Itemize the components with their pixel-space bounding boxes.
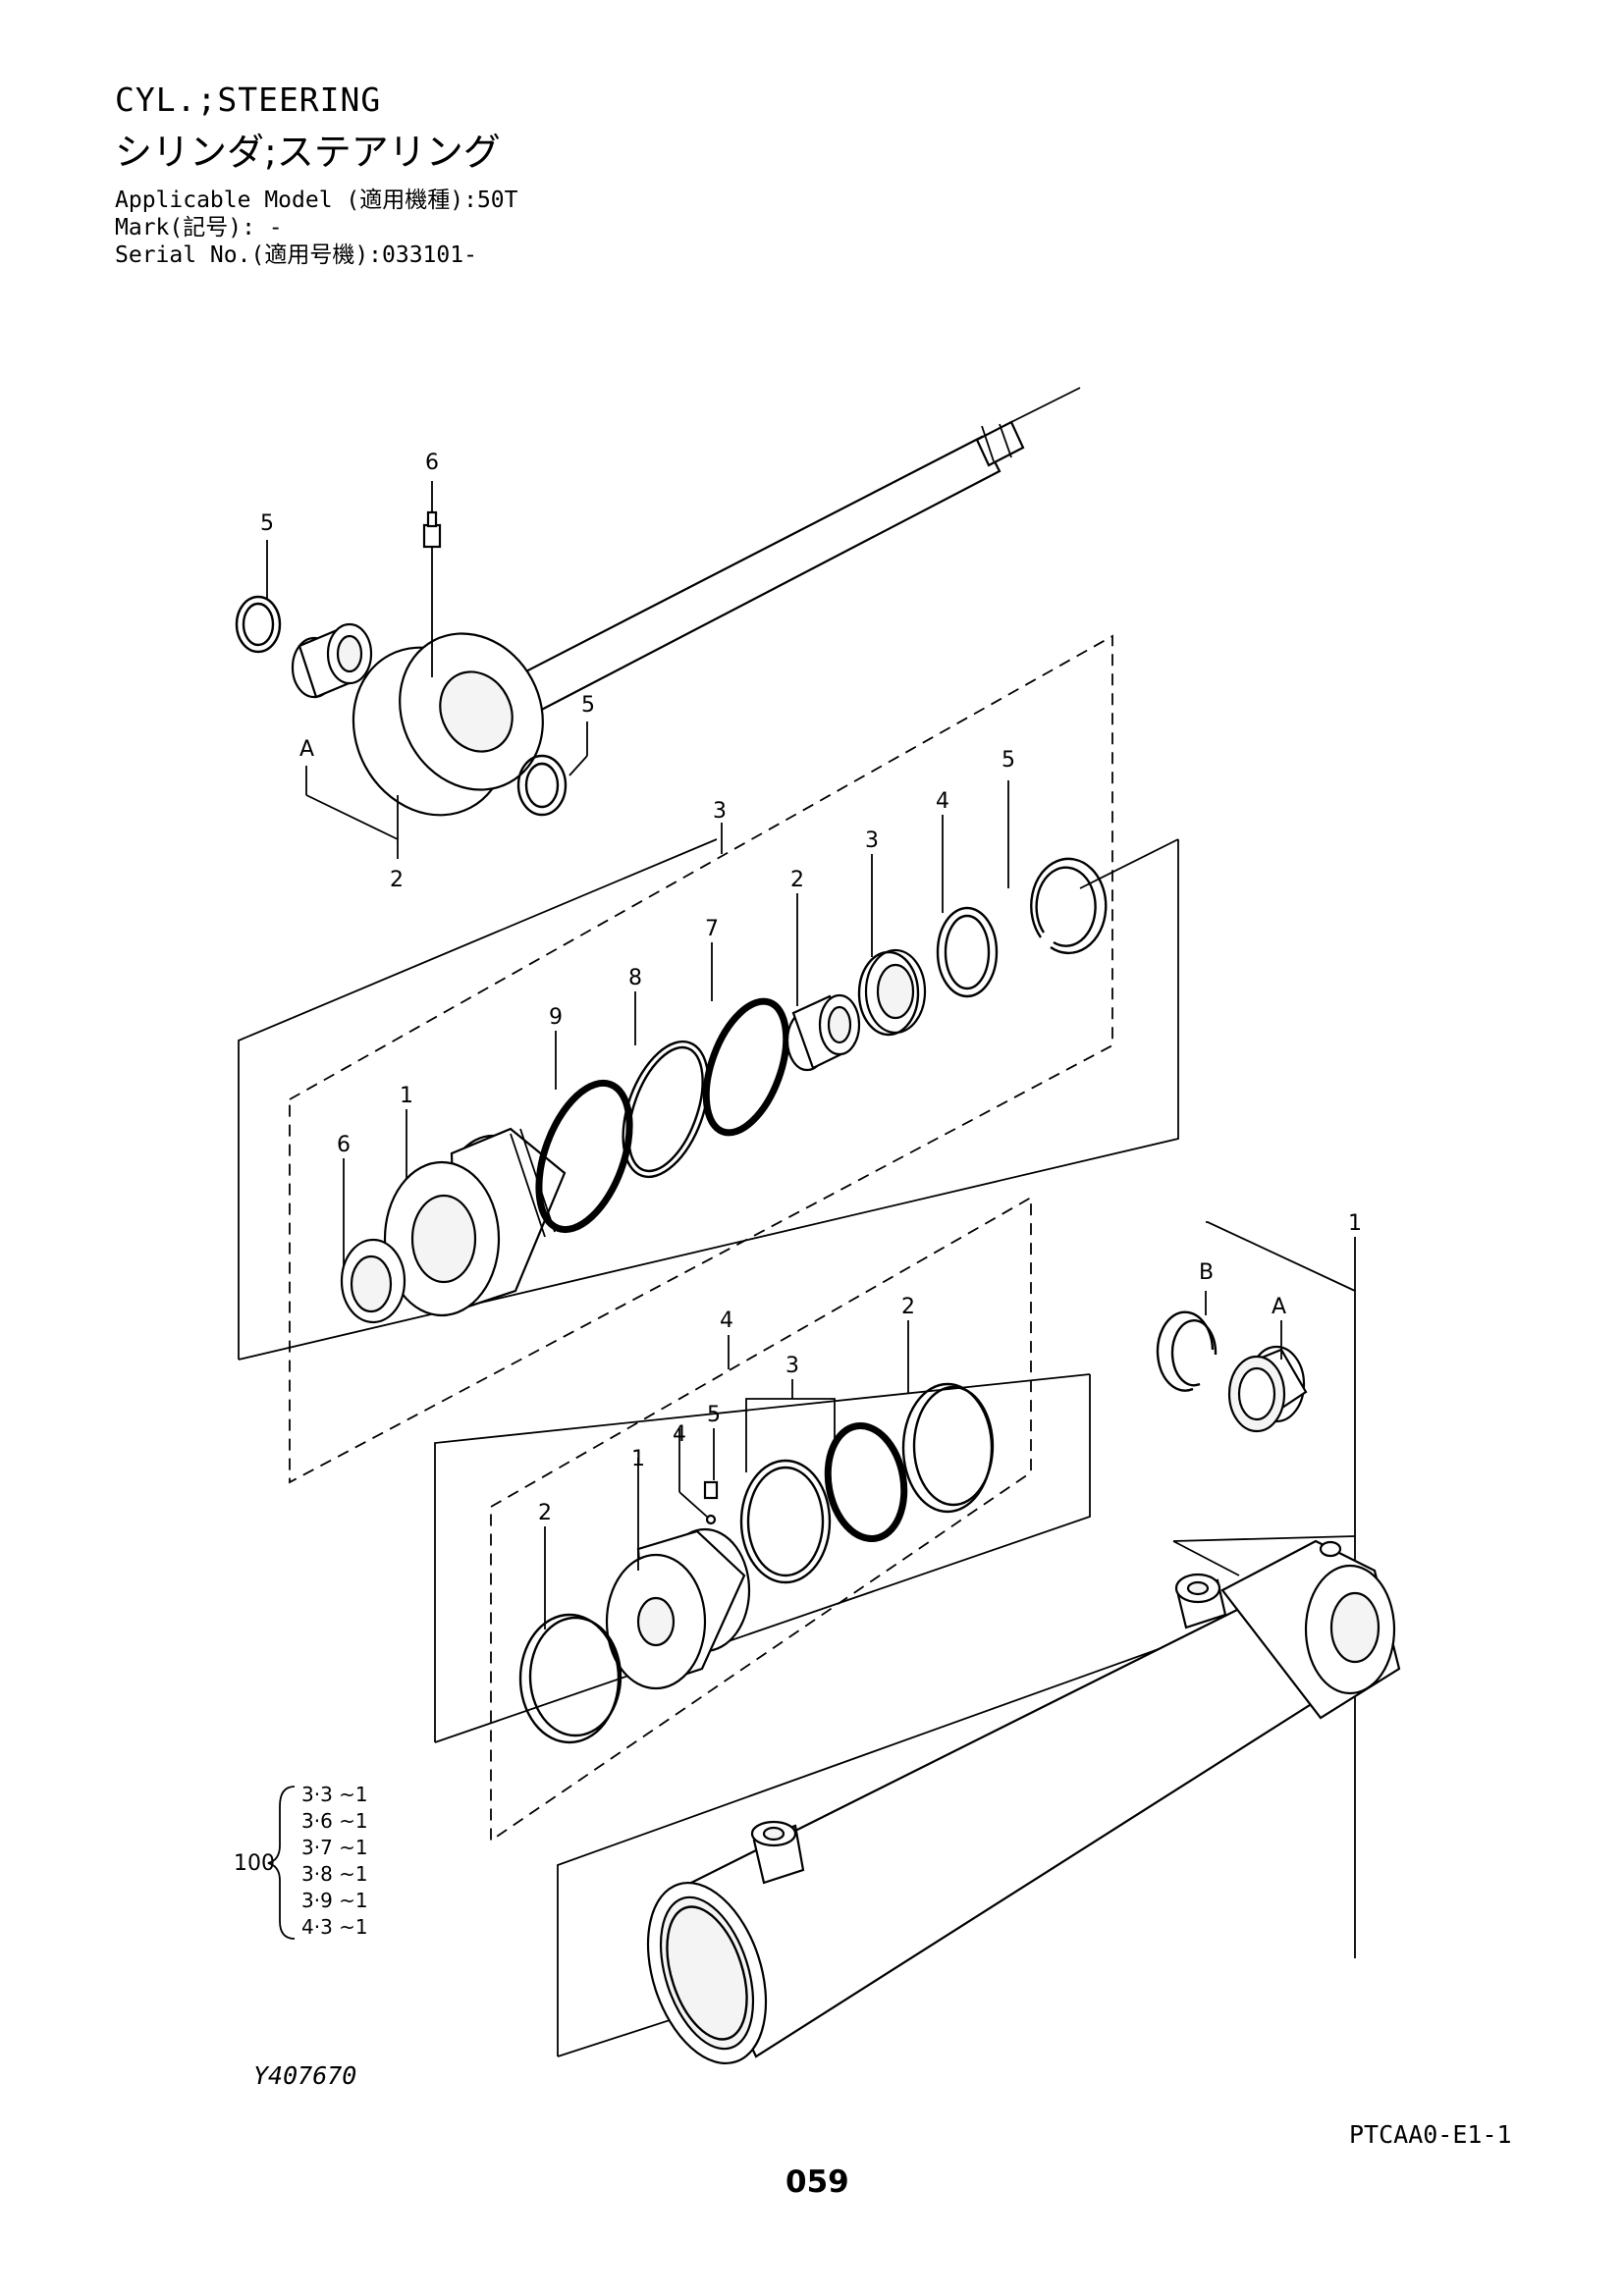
o-ring-9	[535, 1079, 633, 1234]
backup-ring-8	[622, 1040, 710, 1179]
page-number: 059	[785, 2164, 849, 2200]
callout-piston-3: 3	[785, 1354, 799, 1378]
applicable-model: Applicable Model (適用機種):50T	[115, 187, 518, 213]
wear-ring-2-left	[518, 1613, 621, 1744]
callout-piston-2-right: 2	[901, 1295, 915, 1319]
seal-kit-item: 3·6 ~1	[301, 1809, 368, 1833]
callout-gland-4: 4	[936, 789, 949, 814]
seal-kit-brace	[267, 1786, 296, 1940]
seal-kit-legend: 100 3·3 ~1 3·6 ~1 3·7 ~1 3·8 ~1 3·9 ~1 4…	[234, 1783, 368, 1940]
callout-gland-7: 7	[705, 917, 719, 941]
seal-kit-item: 3·7 ~1	[301, 1836, 368, 1859]
rod-thread-end	[975, 420, 1025, 467]
callout-tube-B: B	[1199, 1260, 1214, 1285]
seal-kit-item: 3·9 ~1	[301, 1889, 368, 1912]
rod-eye-bore	[439, 670, 514, 753]
callout-rod-A: A	[299, 737, 314, 762]
mark: Mark(記号): -	[115, 215, 283, 240]
steel-ball-4	[705, 1514, 717, 1525]
snap-ring-5	[1030, 857, 1108, 955]
callout-gland-1: 1	[400, 1084, 413, 1108]
cylinder-tube-assembly: B A 1	[557, 1211, 1401, 2065]
callout-gland-2: 2	[790, 868, 804, 892]
buffer-ring-4	[936, 906, 999, 998]
callout-gland-9: 9	[549, 1005, 563, 1030]
piston-assembly: 4 2 3 5 4 1 2	[434, 1196, 1091, 1842]
gland-group-frame	[289, 634, 1113, 1484]
callout-gland-group: 3	[713, 799, 727, 824]
dust-seal-5-left	[235, 595, 282, 654]
callout-piston-2-left: 2	[538, 1501, 552, 1525]
seal-kit-item: 3·8 ~1	[301, 1862, 368, 1886]
set-screw-5	[703, 1480, 719, 1500]
callout-gland-5: 5	[1001, 748, 1015, 773]
seal-kit-item: 4·3 ~1	[301, 1915, 368, 1939]
callout-gland-3: 3	[865, 828, 879, 853]
callout-piston-4: 4	[673, 1422, 686, 1447]
callout-rod-6: 6	[425, 451, 439, 475]
callout-rod-5a: 5	[260, 511, 274, 536]
callout-piston-5: 5	[707, 1403, 721, 1427]
serial-number: Serial No.(適用号機):033101-	[115, 242, 477, 268]
o-ring-7	[702, 997, 790, 1137]
drawing-code: Y407670	[253, 2061, 357, 2090]
clevis-grease-point	[1319, 1540, 1342, 1558]
callout-piston-1: 1	[631, 1447, 645, 1471]
piston-group-frame	[490, 1196, 1032, 1842]
seal-kit-item: 3·3 ~1	[301, 1783, 368, 1806]
dust-seal-5-right	[516, 754, 568, 817]
piston-seal-3	[739, 1459, 832, 1584]
callout-tube-A: A	[1272, 1295, 1286, 1319]
callout-gland-6: 6	[337, 1133, 351, 1157]
callout-gland-8: 8	[628, 966, 642, 990]
piston-o-ring	[824, 1422, 908, 1542]
title-japanese: シリンダ;ステアリング	[115, 131, 501, 174]
callout-tube-1: 1	[1348, 1211, 1362, 1236]
piston-rod-shaft	[484, 435, 1001, 730]
callout-piston-group: 4	[720, 1308, 733, 1333]
title-english: CYL.;STEERING	[115, 80, 382, 119]
callout-rod-5b: 5	[581, 693, 595, 718]
document-code: PTCAA0-E1-1	[1349, 2120, 1512, 2149]
piston-rod-assembly: 6 5 5 A 2	[235, 387, 1081, 892]
gland-assembly: 3	[238, 634, 1179, 1484]
callout-rod-2: 2	[390, 868, 404, 892]
grease-fitting-6	[422, 523, 442, 549]
